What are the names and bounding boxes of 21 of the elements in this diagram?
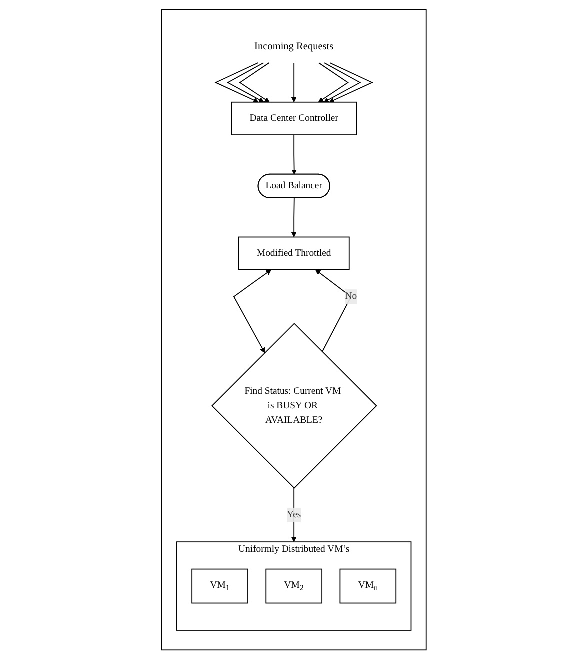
arrow bbox=[291, 197, 297, 237]
arrow bbox=[291, 62, 297, 102]
edge-label: Yes bbox=[286, 509, 302, 520]
node-diamond: Find Status: Current VM is BUSY OR AVAILABLE? bbox=[211, 322, 378, 488]
arrow bbox=[329, 62, 374, 102]
node-box: Modified Throttled bbox=[238, 236, 350, 270]
arrow bbox=[214, 62, 259, 102]
node-text: Incoming Requests bbox=[254, 40, 334, 52]
arrow bbox=[233, 269, 272, 353]
node-box: VM$_{2}$ bbox=[266, 568, 322, 604]
edge-label: No bbox=[345, 290, 358, 302]
arrow bbox=[292, 134, 297, 174]
arrow bbox=[318, 62, 349, 102]
arrow bbox=[239, 62, 270, 102]
arrow bbox=[324, 62, 362, 102]
node-box: Data Center Controller bbox=[231, 101, 357, 135]
cluster bbox=[161, 8, 427, 650]
node-box: VM$_{1}$ bbox=[192, 568, 248, 604]
node-box: VM$_{n}$ bbox=[340, 568, 396, 604]
arrow bbox=[291, 487, 297, 542]
arrow bbox=[226, 62, 264, 102]
